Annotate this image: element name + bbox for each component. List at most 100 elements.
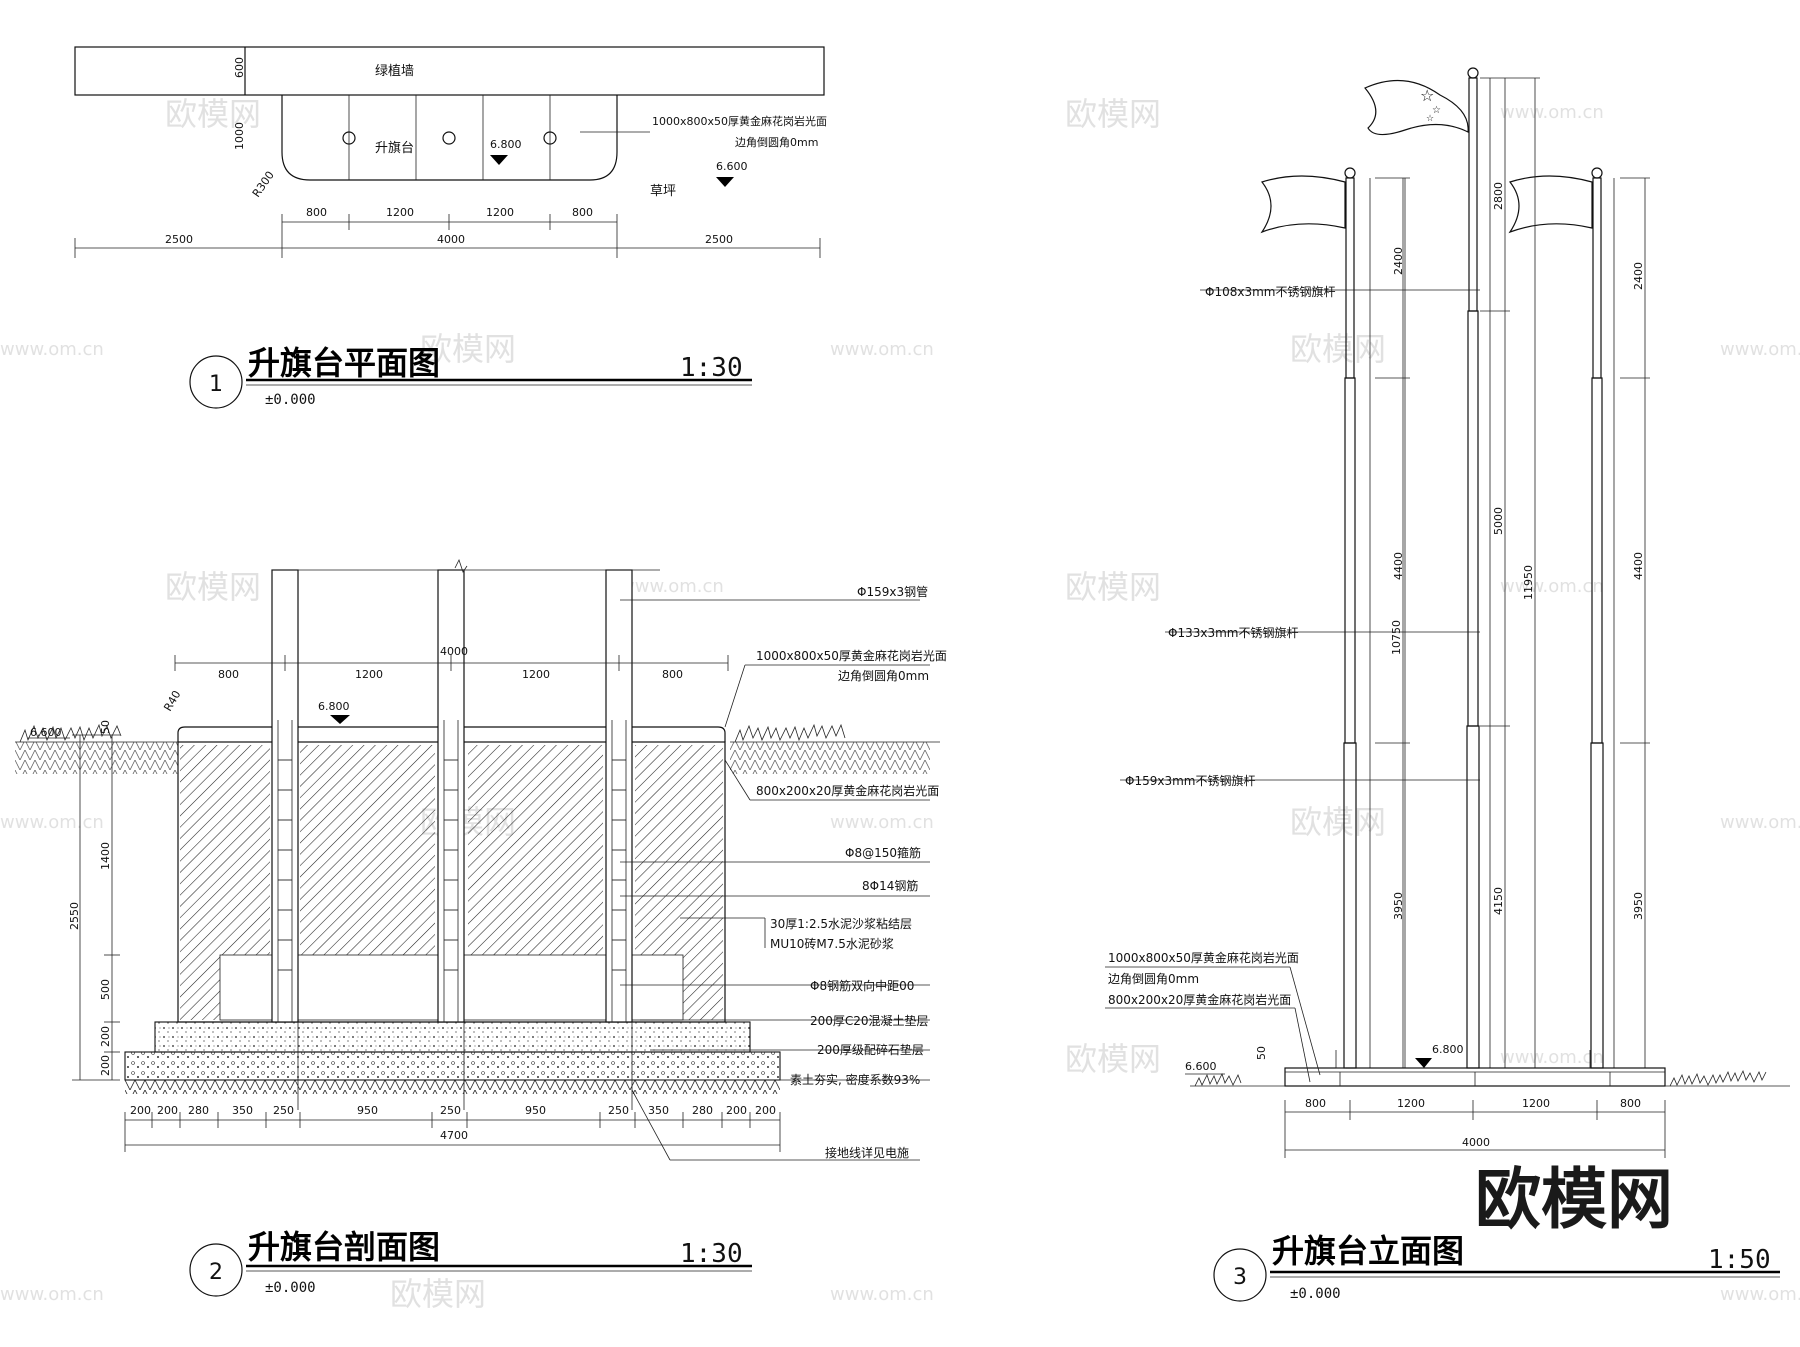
- elev-lawn: 6.600: [30, 726, 62, 739]
- rebar-ladders: [277, 720, 627, 1022]
- radius-label: R40: [161, 688, 183, 713]
- flag-platform: [281, 95, 618, 181]
- side-dim: 2400: [1632, 262, 1645, 290]
- elev-marker-icon: [490, 155, 508, 165]
- dim-left: 1400: [99, 842, 112, 870]
- platform-label: 升旗台: [375, 140, 414, 156]
- radius-label: R300: [250, 169, 277, 200]
- lawn-label: 草坪: [650, 184, 676, 199]
- section-title: 升旗台剖面图: [248, 1228, 440, 1266]
- stone-note-1: 1000x800x50厚黄金麻花岗岩光面: [1108, 950, 1299, 965]
- watermark-url: www.om.cn: [830, 339, 934, 360]
- dim-bottom: 200: [157, 1104, 178, 1117]
- grass: [1669, 1069, 1767, 1087]
- dim-bottom: 1200: [1397, 1097, 1425, 1110]
- dim-total: 2500: [705, 233, 733, 246]
- center-dim: 5000: [1492, 507, 1505, 535]
- watermark-url: www.om.cn: [0, 812, 104, 833]
- dim-bottom: 800: [1305, 1097, 1326, 1110]
- dim-bottom: 800: [1620, 1097, 1641, 1110]
- side-note: 800x200x20厚黄金麻花岗岩光面: [756, 783, 939, 798]
- pole-hole: [342, 131, 356, 145]
- soil-layer: [125, 1080, 780, 1094]
- side-dim: 4400: [1632, 552, 1645, 580]
- elev-top: 6.800: [490, 138, 522, 151]
- dim-bottom: 250: [273, 1104, 294, 1117]
- stone-note-2: 边角倒圆角0mm: [1108, 972, 1199, 986]
- pole1-note: Φ108x3mm不锈钢旗杆: [1205, 284, 1335, 299]
- side-flag: [1508, 175, 1593, 234]
- stone-note-1: 1000x800x50厚黄金麻花岗岩光面: [756, 648, 947, 663]
- grass: [734, 723, 846, 743]
- watermark-url: www.om.cn: [0, 339, 104, 360]
- dim-total-top: 4000: [440, 645, 468, 658]
- section-level: ±0.000: [265, 1280, 316, 1296]
- dim-600: 600: [233, 57, 246, 78]
- dim-bottom: 280: [188, 1104, 209, 1117]
- watermark-text: 欧模网: [165, 568, 261, 606]
- dim-bottom: 250: [608, 1104, 629, 1117]
- watermark-text: 欧模网: [1065, 568, 1161, 606]
- dim-1000: 1000: [233, 122, 246, 150]
- section-view: 接地线详见电施 4000 800 1200 1200 800 R40 6.800…: [15, 558, 947, 1297]
- dim-total-bottom: 4700: [440, 1129, 468, 1142]
- dim-50: 50: [1255, 1046, 1268, 1060]
- elev-marker-icon: [716, 177, 734, 187]
- dim-top: 800: [572, 206, 593, 219]
- elev-lawn: 6.600: [716, 160, 748, 173]
- side-dim: 4400: [1392, 552, 1405, 580]
- dim-bottom: 280: [692, 1104, 713, 1117]
- national-flag: [1364, 79, 1469, 136]
- star-icon: ☆: [1426, 114, 1434, 124]
- dim-top: 800: [306, 206, 327, 219]
- gravel-layer: [124, 1051, 781, 1081]
- side-dim: 3950: [1392, 892, 1405, 920]
- watermark-text: 欧模网: [1065, 95, 1161, 133]
- dim-top: 800: [218, 668, 239, 681]
- stirrup-note: Φ8@150箍筋: [845, 845, 921, 860]
- stone-note-2: 边角倒圆角0mm: [735, 136, 818, 149]
- total-center: 11950: [1522, 565, 1535, 600]
- watermark-url: www.om.cn: [1720, 812, 1800, 833]
- dim-bottom: 1200: [1522, 1097, 1550, 1110]
- green-wall: [74, 46, 825, 96]
- stone-note-3: 800x200x20厚黄金麻花岗岩光面: [1108, 992, 1291, 1007]
- dim-bottom: 350: [232, 1104, 253, 1117]
- watermark-url: www.om.cn: [0, 1284, 104, 1305]
- pole-hole: [442, 131, 456, 145]
- watermark-text: 欧模网: [165, 95, 261, 133]
- drawing-number-circle: [189, 355, 243, 409]
- pole2-note: Φ133x3mm不锈钢旗杆: [1168, 625, 1298, 640]
- drawing-number-circle: [189, 1243, 243, 1297]
- rebar-note: 8Φ14钢筋: [862, 878, 918, 893]
- concrete-note: 200厚C20混凝土垫层: [810, 1013, 929, 1028]
- elevation-level: ±0.000: [1290, 1286, 1341, 1302]
- watermark-url: www.om.cn: [1500, 1047, 1604, 1068]
- watermark-url: www.om.cn: [1500, 102, 1604, 123]
- watermark-url: www.om.cn: [830, 812, 934, 833]
- dim-top: 1200: [355, 668, 383, 681]
- grass: [19, 723, 122, 743]
- dim-bottom: 950: [357, 1104, 378, 1117]
- side-dim: 3950: [1632, 892, 1645, 920]
- dim-bottom: 200: [755, 1104, 776, 1117]
- watermark-url: www.om.cn: [1720, 1284, 1800, 1305]
- center-dim: 4150: [1492, 887, 1505, 915]
- mesh-note: Φ8钢筋双向中距00: [810, 978, 914, 993]
- pole3-note: Φ159x3mm不锈钢旗杆: [1125, 773, 1255, 788]
- flag-poles: [1343, 67, 1615, 1069]
- watermark-url: www.om.cn: [830, 1284, 934, 1305]
- ground-note: 接地线详见电施: [825, 1145, 909, 1160]
- dim-top: 1200: [522, 668, 550, 681]
- elevation-title: 升旗台立面图: [1272, 1232, 1464, 1270]
- side-flag: [1260, 175, 1346, 234]
- elev-marker-icon: [330, 715, 350, 724]
- pole-hole: [543, 131, 557, 145]
- plan-title: 升旗台平面图: [248, 344, 440, 382]
- total-side: 10750: [1390, 620, 1403, 655]
- center-dim: 2800: [1492, 182, 1505, 210]
- drawing-number: 2: [209, 1260, 223, 1285]
- wall-label: 绿植墙: [375, 64, 414, 79]
- star-icon: ☆: [1420, 86, 1434, 105]
